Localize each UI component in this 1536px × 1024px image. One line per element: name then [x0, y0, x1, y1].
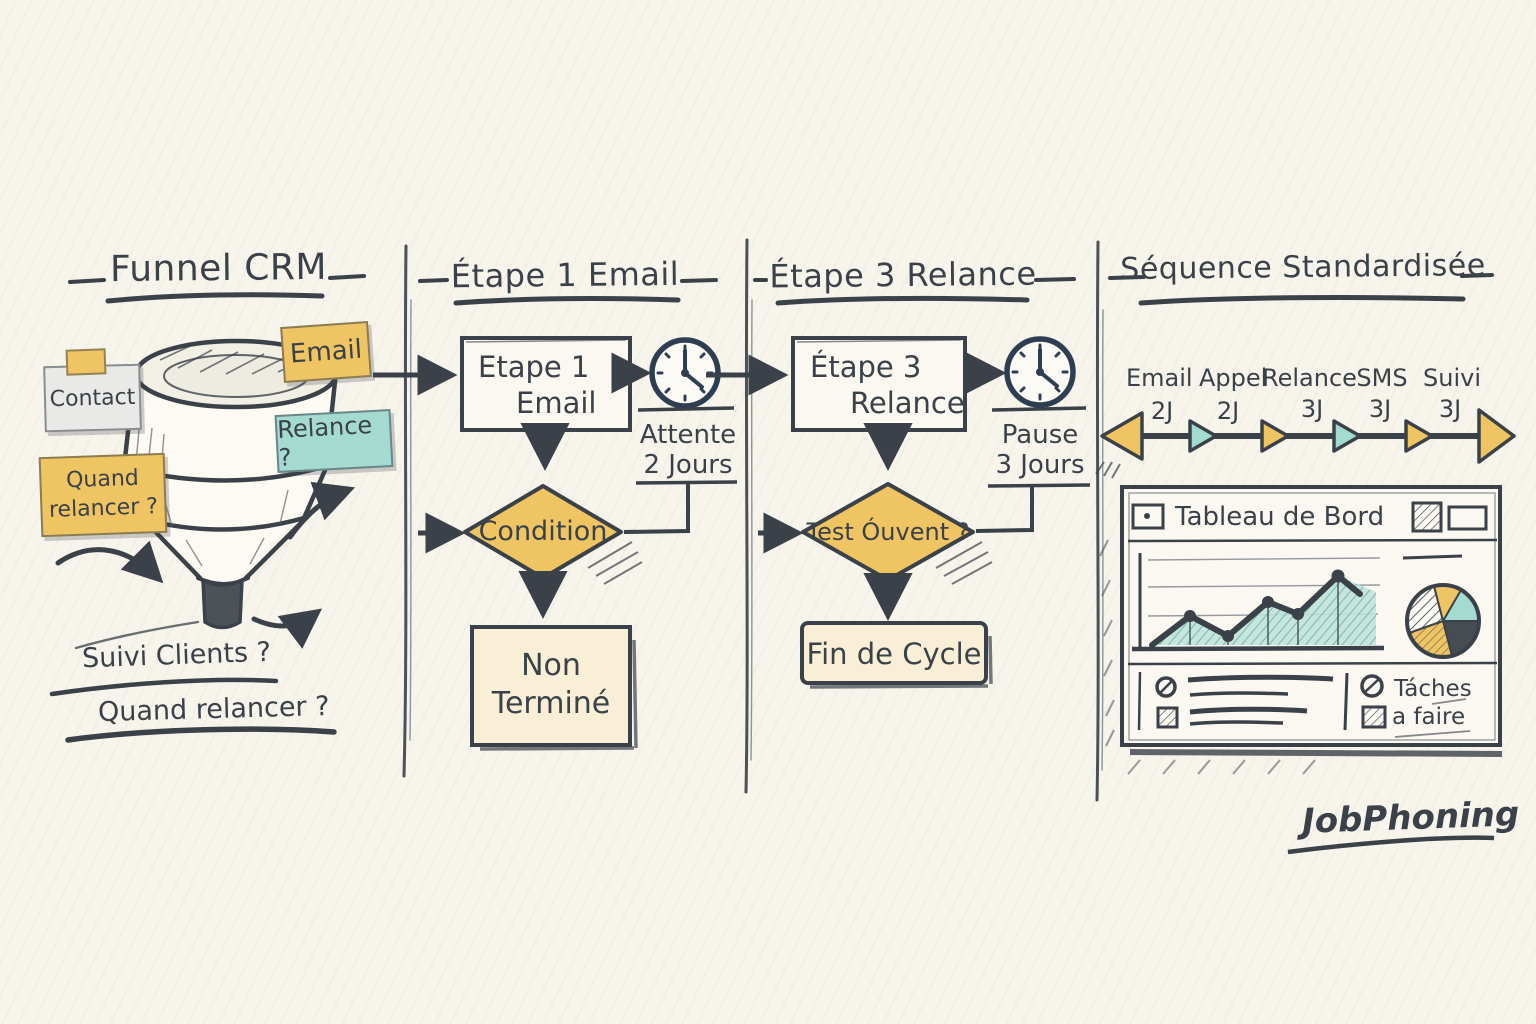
timeline-duration-1: 2J	[1150, 397, 1174, 425]
jobphoning-signature: JobPhoning	[1301, 794, 1520, 842]
timeline-duration-3: 3J	[1300, 395, 1324, 423]
mini-pie-chart	[1402, 554, 1481, 659]
question-suivi-clients: Suivi Clients ?	[81, 636, 272, 675]
panel4-title: Séquence Standardisée	[1120, 248, 1486, 287]
etape1-box-line1: Etape 1	[478, 350, 590, 384]
fin-de-cycle-label: Fin de Cycle	[806, 637, 982, 671]
non-termine-line1: Non	[521, 648, 581, 683]
flow-etape1	[373, 336, 738, 751]
sticky-note-email: Email	[280, 320, 372, 384]
etape1-box-line2: Email	[516, 386, 597, 420]
non-termine-line2: Terminé	[491, 686, 611, 721]
sticky-note-email-label: Email	[288, 334, 364, 370]
signature-underline	[1287, 835, 1495, 855]
sticky-tab	[65, 348, 107, 376]
attente-label-line1: Attente	[639, 420, 737, 450]
condition-diamond-label: Condition	[478, 516, 608, 547]
etape3-box-line2: Relance	[850, 386, 965, 420]
sticky-note-relance-label: Relance ?	[276, 411, 373, 472]
pause-label-line1: Pause	[1001, 420, 1079, 450]
task-list-right	[1360, 674, 1471, 738]
timeline-step-appel: Appel	[1199, 364, 1268, 392]
test-ouvert-diamond-label: Test Óuvent ?	[806, 518, 970, 546]
panel2-title: Étape 1 Email	[450, 254, 680, 296]
etape3-box-line1: Étape 3	[810, 350, 922, 384]
timeline-duration-4: 3J	[1368, 395, 1392, 423]
task-list-left	[1137, 671, 1334, 731]
panel3-title: Étape 3 Relance	[769, 254, 1037, 296]
timeline-step-email: Email	[1126, 364, 1193, 392]
dashboard-title: Tableau de Bord	[1175, 502, 1385, 532]
mini-line-chart	[1131, 553, 1385, 652]
timeline-step-relance: Relance	[1262, 364, 1357, 392]
sticky-note-relance: Relance ?	[274, 409, 394, 473]
flow-etape3	[706, 336, 1091, 689]
timeline-duration-5: 3J	[1438, 395, 1462, 423]
clock-icon	[649, 337, 721, 409]
question-quand-relancer: Quand relancer ?	[97, 690, 330, 729]
title-decorations	[68, 273, 1494, 306]
panel1-title: Funnel CRM	[109, 246, 328, 291]
timeline-step-suivi: Suivi	[1423, 364, 1481, 392]
timeline-duration-2: 2J	[1216, 397, 1240, 425]
attente-label-line2: 2 Jours	[643, 450, 733, 480]
tasks-label-line2: a faire	[1392, 704, 1466, 730]
clock-icon	[1004, 336, 1076, 408]
sticky-note-contact-label: Contact	[49, 384, 136, 412]
sequence-timeline	[1095, 408, 1516, 479]
timeline-step-sms: SMS	[1356, 364, 1408, 392]
dashboard-window	[1099, 485, 1503, 775]
tasks-label-line1: Táches	[1394, 676, 1472, 702]
pause-label-line2: 3 Jours	[995, 450, 1085, 480]
